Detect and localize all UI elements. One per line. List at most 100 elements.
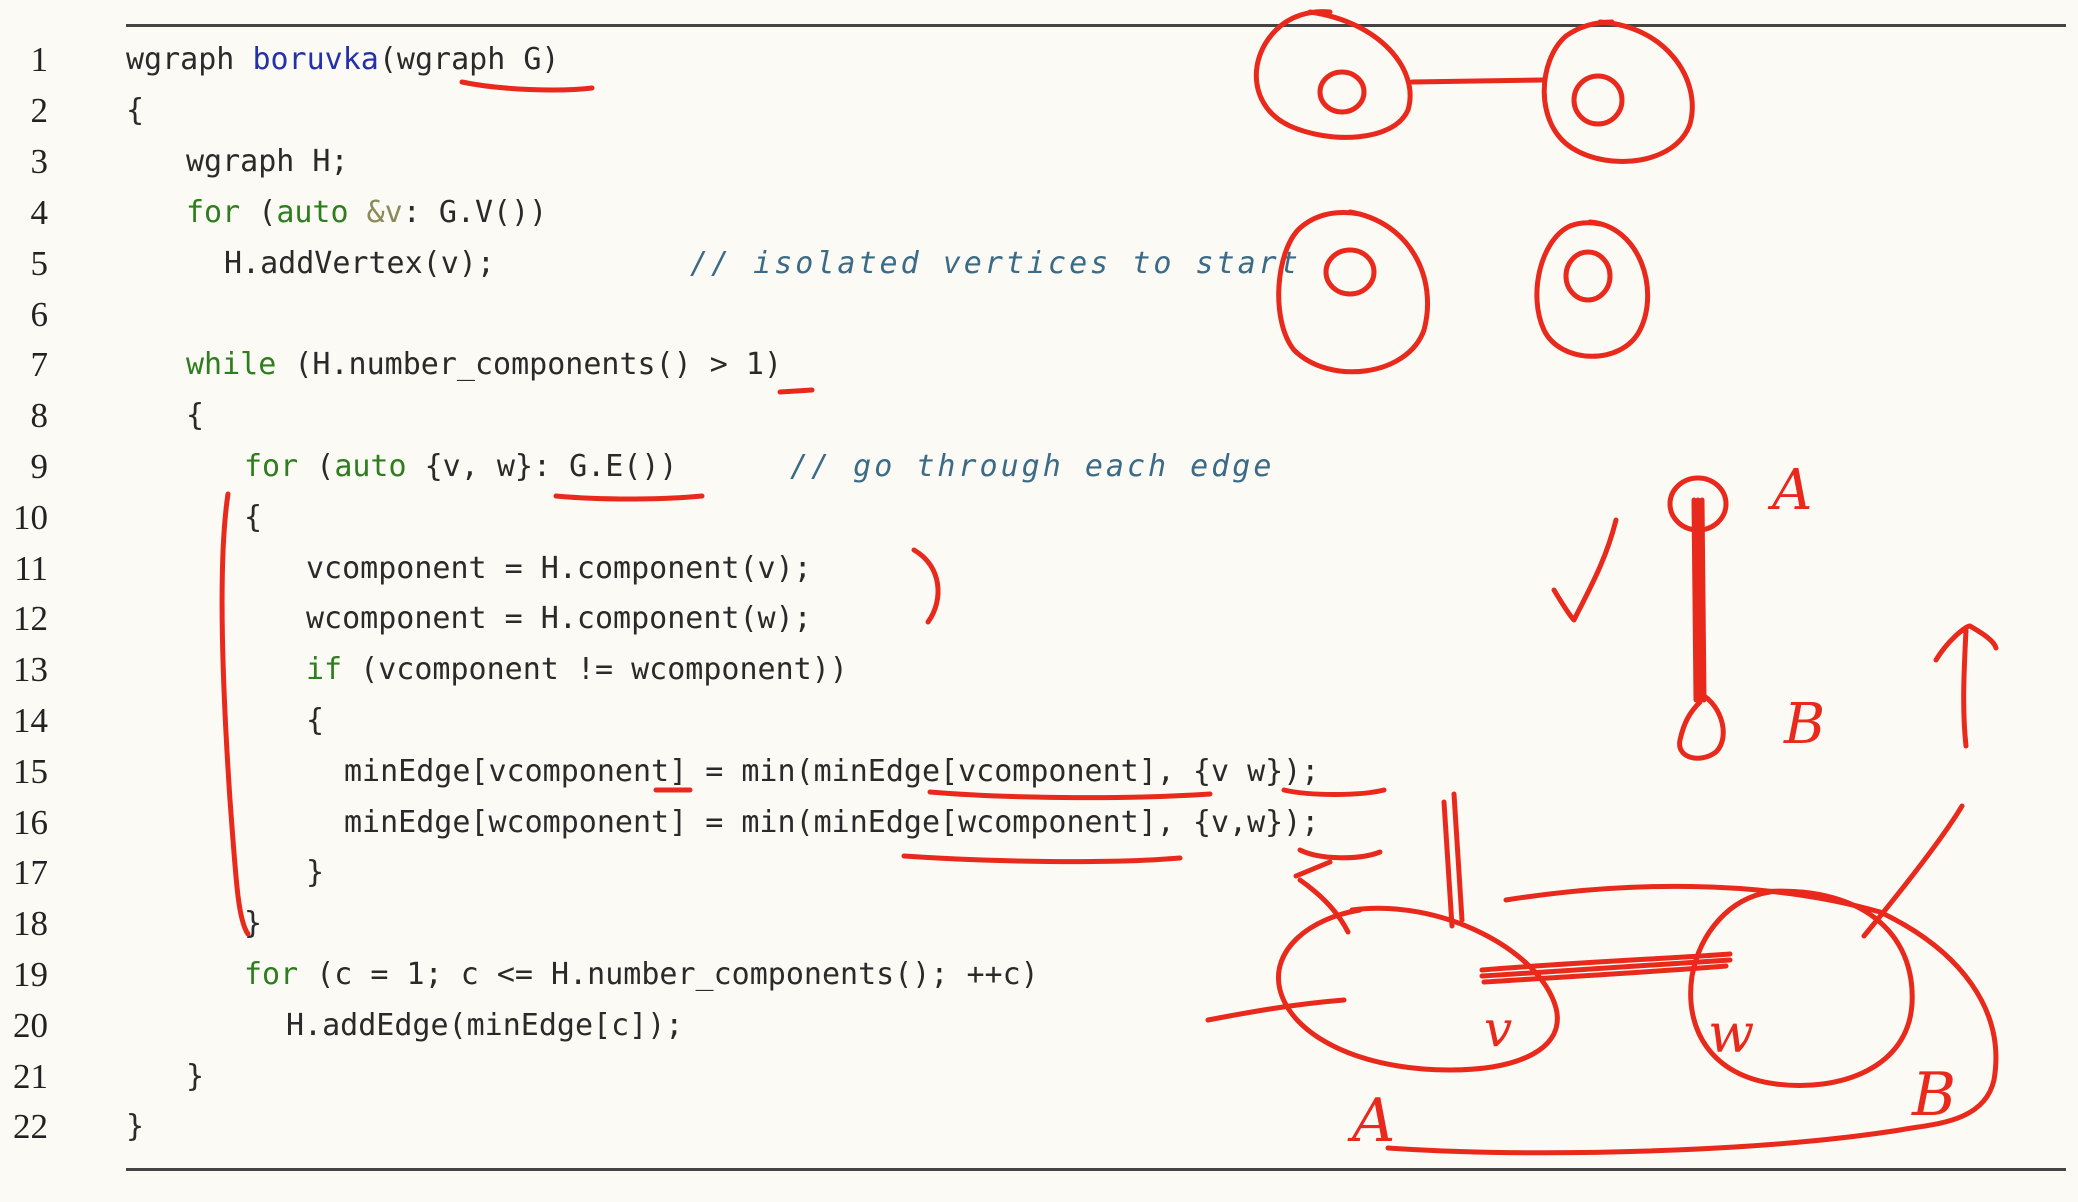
code-text: : G.V()): [402, 195, 548, 230]
keyword: for: [186, 195, 241, 230]
code-line-9: for (auto {v, w}: G.E()): [244, 449, 678, 484]
code-line-3: wgraph H;: [186, 144, 349, 179]
line-number: 18: [13, 904, 48, 943]
tick-left: [1297, 877, 1351, 935]
line-number: 5: [30, 244, 49, 283]
code-text: (vcomponent != wcomponent)): [342, 652, 848, 687]
code-line-22: }: [126, 1109, 145, 1144]
outer-loop-right: [1877, 909, 1999, 1133]
node-top-right: [1571, 73, 1625, 127]
code-line-21: }: [186, 1059, 205, 1094]
checkmark: [1551, 517, 1619, 623]
line-number: 4: [30, 193, 49, 232]
circle-top-left: [1253, 9, 1413, 140]
keyword: auto: [334, 449, 407, 484]
line-number: 3: [30, 142, 49, 181]
line-number: 1: [30, 40, 49, 79]
keyword: if: [306, 652, 343, 687]
heavy-edge: [1479, 951, 1733, 985]
code-line-1: wgraph boruvka(wgraph G): [126, 42, 560, 77]
line-number: 12: [13, 599, 48, 638]
code-text: wgraph: [126, 42, 253, 77]
bottom-rule: [126, 1168, 2066, 1171]
line-number: 22: [13, 1107, 48, 1146]
circle-mid-left: [1276, 209, 1430, 375]
tick-right: [1861, 803, 1965, 939]
code-line-10: {: [244, 500, 263, 535]
underline-vw-16: [1297, 847, 1383, 861]
bracket-loop: [219, 491, 251, 937]
underline-one: [777, 387, 815, 395]
line-number: 14: [13, 701, 48, 740]
line-number: 9: [30, 447, 49, 486]
keyword: auto: [276, 195, 349, 230]
code-line-17: }: [306, 855, 325, 890]
node-mid-right: [1563, 249, 1613, 303]
circle-mid-right: [1534, 219, 1651, 359]
circle-component-a: [1276, 905, 1560, 1073]
code-text: (wgraph G): [378, 42, 560, 77]
line-number: 11: [14, 549, 48, 588]
tick-left-outer: [1205, 997, 1347, 1023]
line-number: 7: [30, 345, 49, 384]
code-line-4: for (auto &v: G.V()): [186, 195, 547, 230]
code-comment: // isolated vertices to start: [690, 246, 1301, 281]
code-text: (c = 1; c <= H.number_components(); ++c): [298, 957, 1039, 992]
code-line-20: H.addEdge(minEdge[c]);: [286, 1008, 684, 1043]
underline-vw-15: [1281, 787, 1387, 797]
tick-crossing-top: [1441, 791, 1465, 929]
code-line-16: minEdge[wcomponent] = min(minEdge[wcompo…: [344, 805, 1320, 840]
node-top-left: [1317, 69, 1367, 115]
code-line-12: wcomponent = H.component(w);: [306, 601, 812, 636]
underline-ge: [553, 493, 705, 502]
code-line-11: vcomponent = H.component(v);: [306, 551, 812, 586]
label-b-bottom: B: [1912, 1060, 1957, 1130]
line-number: 2: [30, 91, 49, 130]
code-line-2: {: [126, 93, 145, 128]
code-line-14: {: [306, 703, 325, 738]
code-comment: // go through each edge: [790, 449, 1275, 484]
line-number: 20: [13, 1006, 48, 1045]
code-text: (: [240, 195, 277, 230]
node-b-top: [1677, 689, 1726, 761]
label-a-top: A: [1772, 458, 1813, 523]
code-line-8: {: [186, 398, 205, 433]
tick-bottom-v: [1293, 859, 1333, 879]
outer-loop-bottom: [1385, 1127, 1903, 1156]
line-number: 15: [13, 752, 48, 791]
label-w: w: [1708, 1002, 1755, 1065]
arrow-up: [1933, 623, 1999, 749]
reference-var: &v: [366, 195, 403, 230]
code-text: {v, w}: G.E()): [406, 449, 678, 484]
code-line-13: if (vcomponent != wcomponent)): [306, 652, 848, 687]
keyword: for: [244, 449, 299, 484]
node-mid-left: [1323, 247, 1377, 297]
code-line-5: H.addVertex(v);: [224, 246, 495, 281]
keyword: while: [186, 347, 277, 382]
keyword: for: [244, 957, 299, 992]
line-number: 10: [13, 498, 48, 537]
line-number: 21: [13, 1057, 48, 1096]
line-number: 13: [13, 650, 48, 689]
circle-component-b: [1688, 888, 1915, 1088]
top-rule: [126, 24, 2066, 27]
code-text: (: [298, 449, 335, 484]
underline-minedge-w: [901, 853, 1183, 865]
label-b-top: B: [1784, 692, 1826, 757]
label-v: v: [1484, 1000, 1513, 1058]
code-line-7: while (H.number_components() > 1): [186, 347, 782, 382]
function-name: boruvka: [252, 42, 379, 77]
line-number: 6: [30, 295, 49, 334]
edge-top: [1409, 77, 1545, 85]
line-number: 16: [13, 803, 48, 842]
edge-ab: [1691, 497, 1707, 703]
bracket-small: [911, 547, 941, 625]
circle-top-right: [1541, 19, 1695, 164]
line-number: 8: [30, 396, 49, 435]
code-line-19: for (c = 1; c <= H.number_components(); …: [244, 957, 1039, 992]
line-number: 17: [13, 853, 48, 892]
label-a-bottom: A: [1352, 1086, 1396, 1156]
code-line-15: minEdge[vcomponent] = min(minEdge[vcompo…: [344, 754, 1320, 789]
underline-minedge-v: [927, 789, 1213, 801]
